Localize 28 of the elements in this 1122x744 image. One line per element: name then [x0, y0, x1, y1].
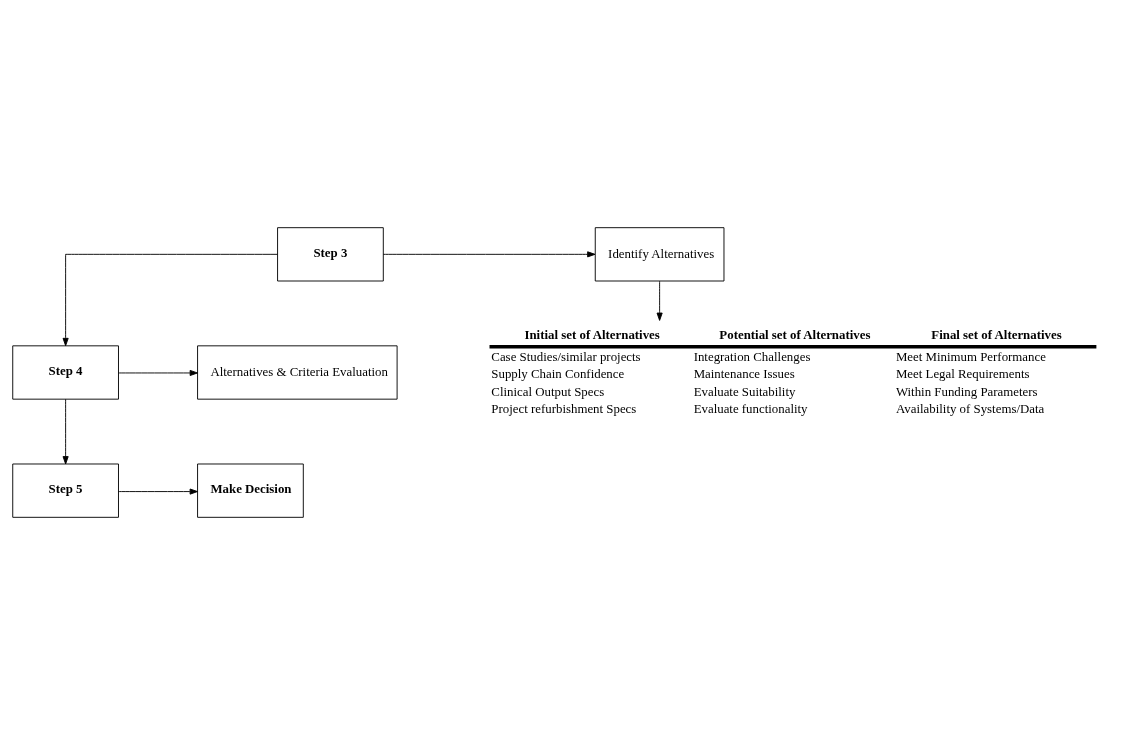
node-label: Evaluate Suitability — [693, 384, 796, 399]
node-label: Initial set of Alternatives — [524, 327, 660, 342]
arrow — [118, 369, 198, 376]
node-label: Maintenance Issues — [693, 366, 795, 381]
node-label: Potential set of Alternatives — [719, 327, 871, 342]
arrow — [62, 253, 278, 346]
node-box: Make Decision — [197, 463, 304, 518]
node-label: Project refurbishment Specs — [491, 401, 637, 416]
node-label: Final set of Alternatives — [931, 327, 1062, 342]
node-box: Step 3 — [277, 226, 384, 281]
arrow — [62, 398, 69, 464]
node-label: Meet Legal Requirements — [895, 366, 1030, 381]
arrow — [118, 488, 198, 495]
node-box: Step 4 — [12, 344, 119, 400]
arrow — [656, 280, 663, 321]
node-label: Evaluate functionality — [693, 401, 808, 416]
node-box — [489, 344, 1097, 349]
node-label: Supply Chain Confidence — [491, 366, 625, 381]
node-label: Case Studies/similar projects — [491, 349, 641, 364]
node-box: Identify Alternatives — [594, 226, 725, 281]
node-label: Within Funding Parameters — [895, 384, 1038, 399]
node-box: Step 5 — [12, 463, 119, 518]
arrow — [382, 250, 596, 257]
node-label: Meet Minimum Performance — [895, 349, 1046, 364]
node-label: Clinical Output Specs — [491, 384, 605, 399]
node-label: Integration Challenges — [693, 349, 811, 364]
node-label: Availability of Systems/Data — [895, 401, 1045, 416]
node-box: Alternatives & Criteria Evaluation — [197, 344, 398, 400]
